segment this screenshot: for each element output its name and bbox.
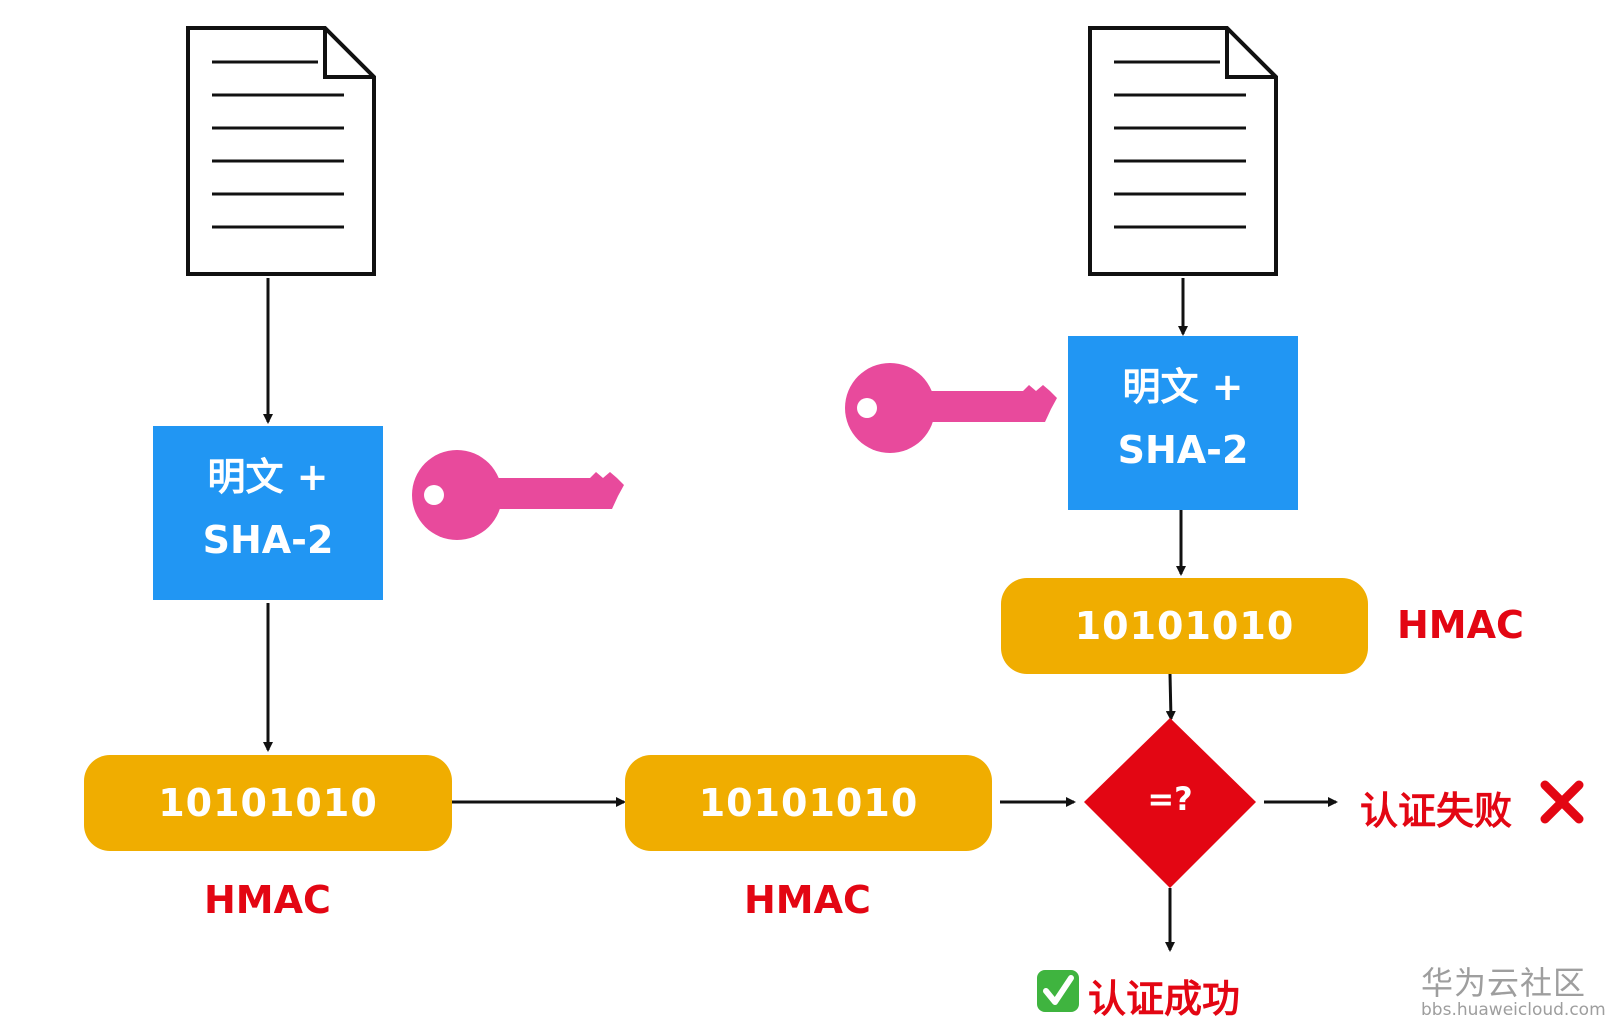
- receiver-hash-box: 明文 + SHA-2: [1068, 336, 1298, 510]
- watermark-title: 华为云社区: [1421, 964, 1587, 1002]
- transmitted-hmac-label: HMAC: [744, 878, 871, 922]
- sender-hmac-label: HMAC: [204, 878, 331, 922]
- sender-hash-line1: 明文 +: [207, 455, 329, 499]
- cross-mark-icon: [1540, 780, 1584, 824]
- watermark-url: bbs.huaweicloud.com: [1421, 1000, 1606, 1020]
- auth-success-text: 认证成功: [1088, 977, 1241, 1021]
- check-mark-icon: [1037, 970, 1079, 1012]
- sender-document-icon: [186, 26, 376, 276]
- flow-arrows: [263, 278, 1338, 952]
- compare-diamond: [1084, 718, 1256, 888]
- receiver-document-icon: [1088, 26, 1278, 276]
- compare-label: =?: [1147, 780, 1193, 818]
- sender-key-icon: [412, 450, 624, 540]
- arrow-receiver-hmac-to-compare: [1165, 673, 1176, 721]
- receiver-hmac-label: HMAC: [1397, 603, 1524, 647]
- auth-fail-text: 认证失败: [1360, 789, 1513, 833]
- sender-hash-line2: SHA-2: [202, 518, 334, 562]
- sender-hmac-box: 10101010: [84, 755, 452, 851]
- sender-hash-box: 明文 + SHA-2: [153, 426, 383, 600]
- receiver-hash-line1: 明文 +: [1122, 365, 1244, 409]
- receiver-key-icon: [845, 363, 1057, 453]
- transmitted-hmac-box: 10101010: [625, 755, 992, 851]
- receiver-hmac-box: 10101010: [1001, 578, 1368, 674]
- receiver-hash-line2: SHA-2: [1117, 428, 1249, 472]
